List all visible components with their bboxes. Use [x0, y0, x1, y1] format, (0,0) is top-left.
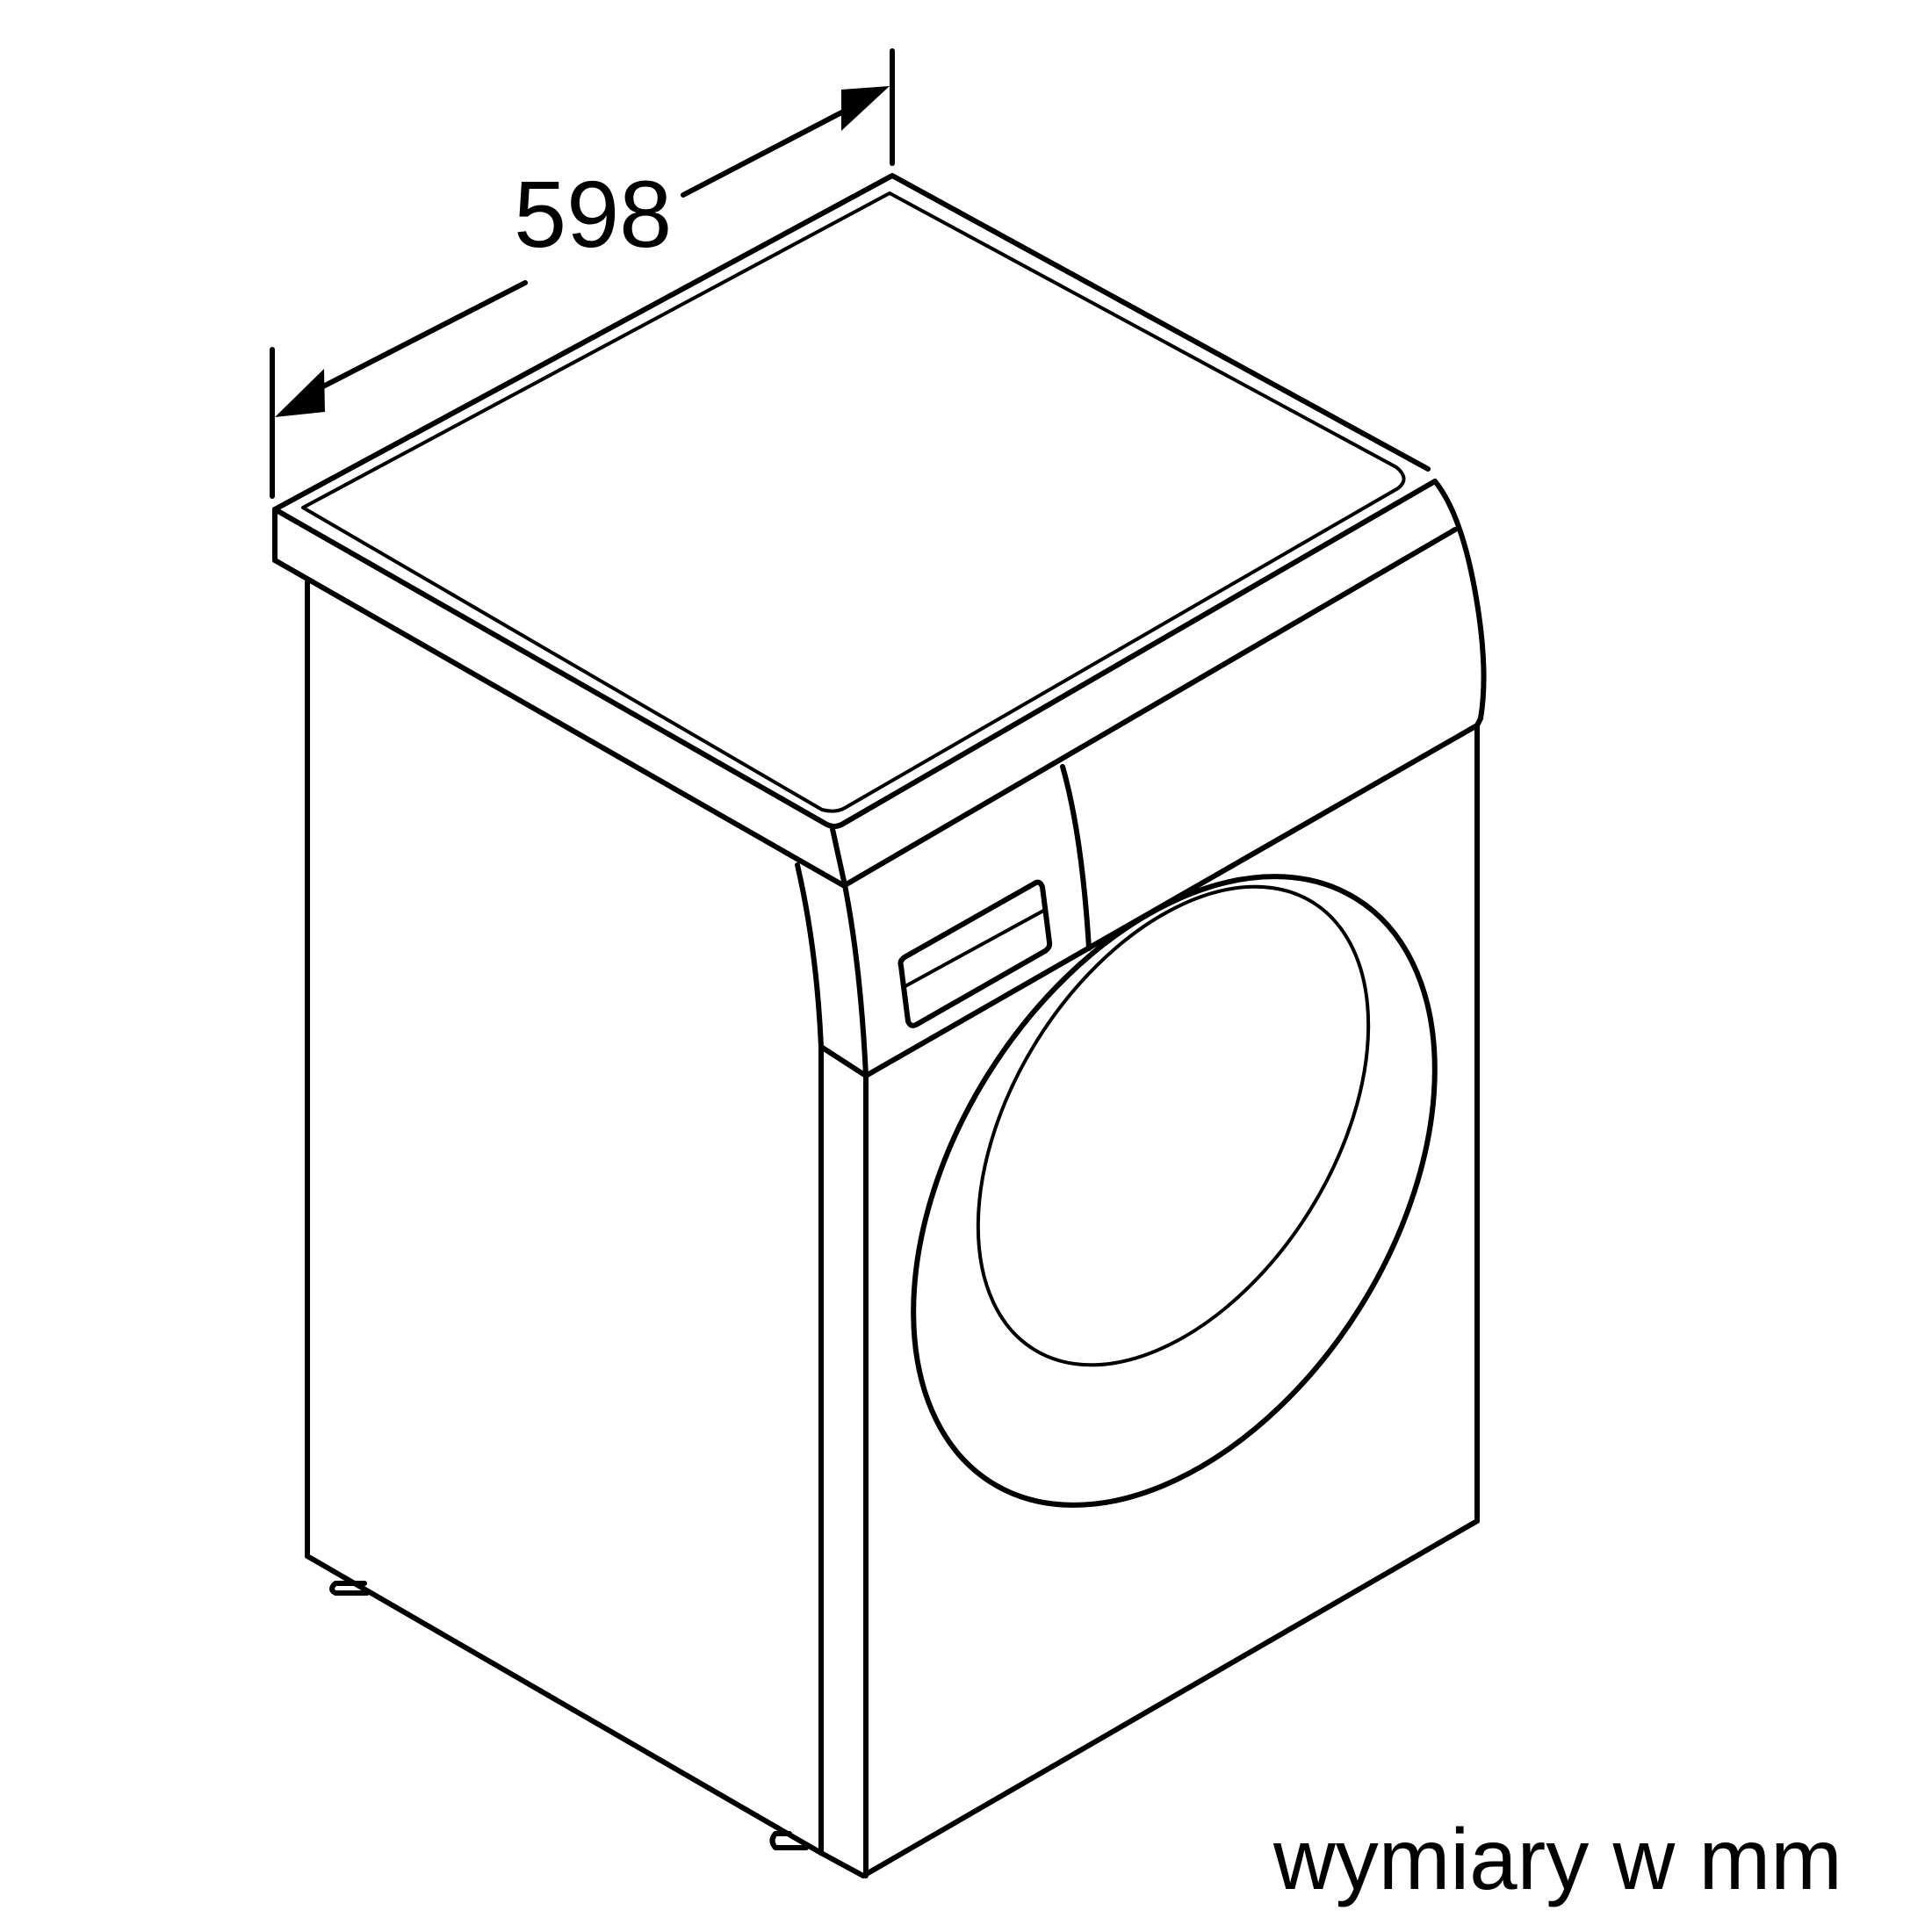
side-panel-front-edge — [795, 862, 824, 1856]
worktop-lip-left-bottom — [272, 558, 846, 888]
door-outer-ring-icon — [911, 874, 1438, 1508]
worktop — [272, 173, 1458, 888]
worktop-back-edge — [272, 173, 1431, 512]
detergent-drawer-icon — [898, 879, 1053, 1028]
detergent-drawer-handle-line — [902, 908, 1047, 989]
dimension-line-right — [681, 105, 854, 198]
control-panel-divider-curve — [1060, 764, 1092, 951]
side-panel — [305, 580, 1480, 1878]
arrowhead-right-icon — [841, 86, 890, 131]
control-panel — [898, 764, 1092, 1028]
foot-front-icon — [769, 1831, 809, 1850]
foot-left-icon — [329, 1581, 370, 1596]
worktop-front-edge — [272, 479, 1438, 829]
front-corner-edge — [842, 883, 869, 1878]
width-dimension — [270, 48, 895, 499]
dimension-line-left — [321, 280, 528, 389]
bottom-corner-bevel — [818, 1850, 866, 1878]
worktop-front-corner-edge — [830, 826, 847, 888]
front-corner-bevel — [818, 1044, 869, 1078]
worktop-inset — [301, 191, 1406, 813]
door-glass-icon — [976, 884, 1371, 1367]
units-note: wymiary w mm — [1273, 1811, 1842, 1907]
front-right-curved-edge — [1432, 479, 1487, 721]
door — [911, 874, 1438, 1508]
width-dimension-label: 598 — [514, 161, 673, 267]
front-bottom-edge — [861, 1518, 1480, 1878]
arrowhead-left-icon — [275, 369, 325, 417]
feet — [329, 1581, 809, 1850]
worktop-lip-right-bottom — [842, 527, 1458, 888]
side-panel-bottom-edge — [305, 1554, 824, 1856]
front-right-vertical-edge — [1474, 716, 1483, 1524]
